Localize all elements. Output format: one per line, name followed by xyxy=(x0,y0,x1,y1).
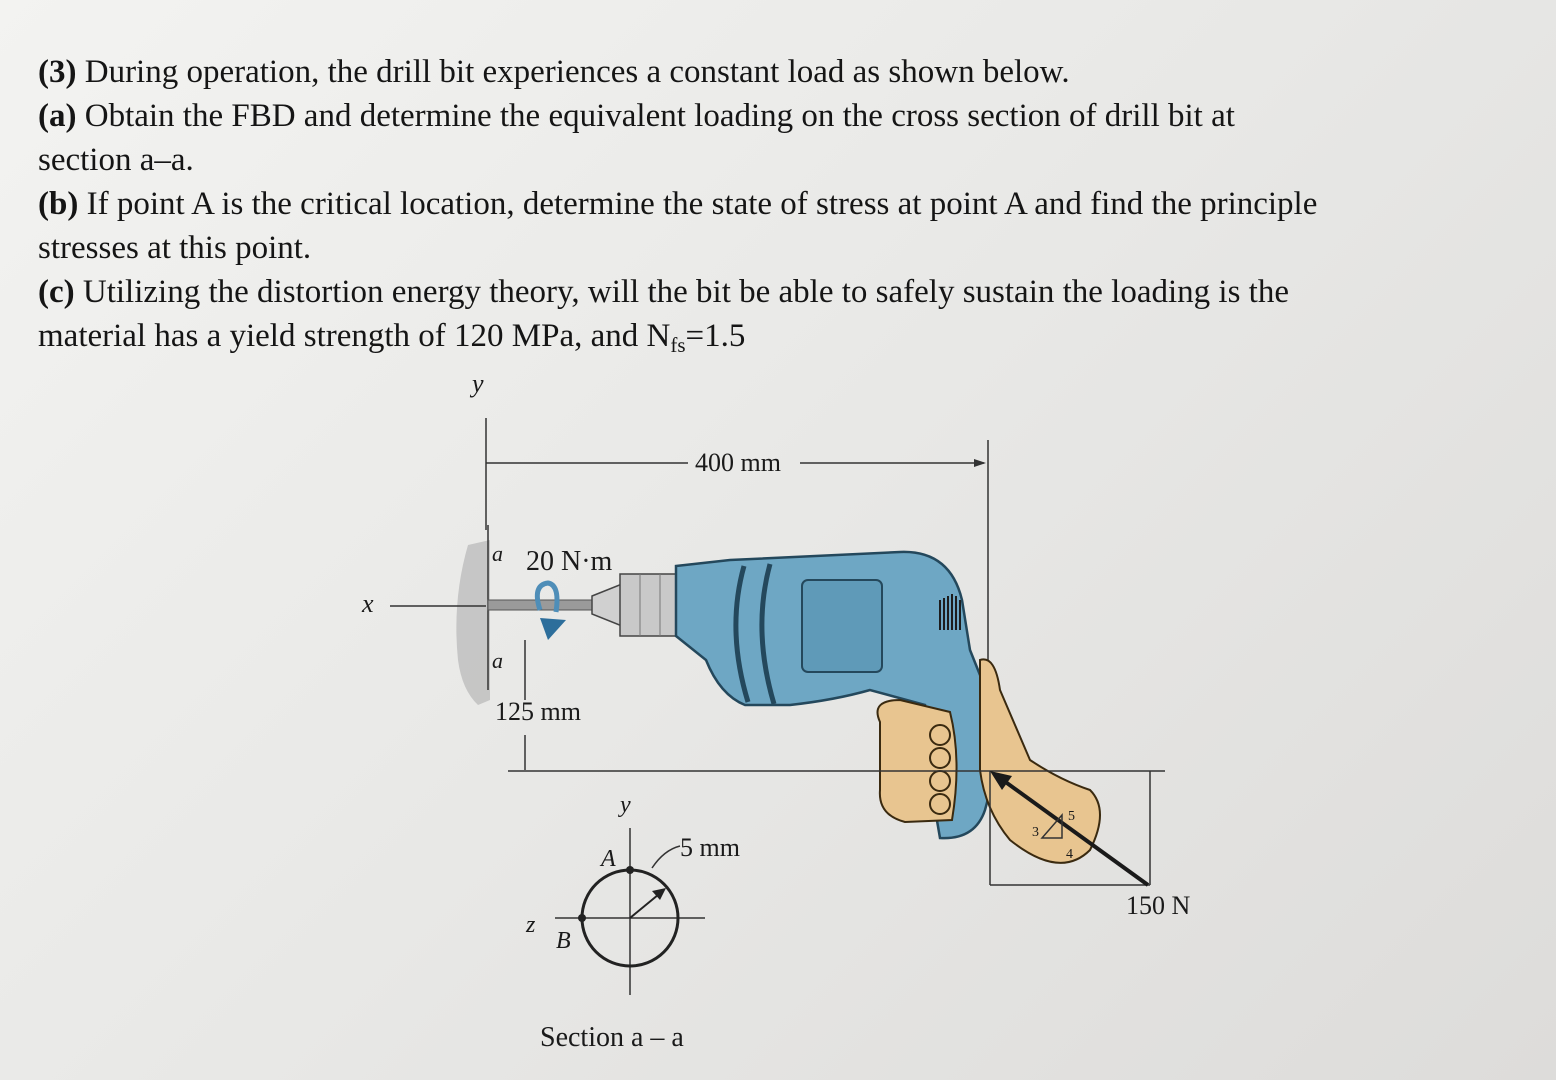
point-B-marker xyxy=(578,914,586,922)
part-c-line2: material has a yield strength of 120 MPa… xyxy=(38,314,1518,358)
y-axis-label: y xyxy=(469,369,484,398)
wall-surface xyxy=(456,540,490,705)
torque-label: 20 N·m xyxy=(526,546,613,577)
slope-triangle xyxy=(1040,812,1063,839)
force-arrow-line xyxy=(998,776,1150,887)
problem-statement: (3) During operation, the drill bit expe… xyxy=(38,50,1518,358)
part-b-line1: (b) If point A is the critical location,… xyxy=(38,182,1518,226)
part-b-line2: stresses at this point. xyxy=(38,230,312,266)
part-c-label: (c) xyxy=(38,274,75,310)
torque-arrowhead xyxy=(540,618,566,640)
part-a-line2: section a–a. xyxy=(38,142,194,178)
radius-arrowhead xyxy=(652,888,666,900)
knuckles xyxy=(929,724,951,815)
drill-vent xyxy=(733,565,751,703)
dim-5-label: 5 mm xyxy=(680,833,740,862)
slope-3-label: 3 xyxy=(1032,825,1039,840)
x-axis-label: x xyxy=(361,589,374,618)
dim-125-label: 125 mm xyxy=(495,697,581,726)
section-mark-bottom: a xyxy=(492,648,503,673)
drill-chuck xyxy=(619,573,681,637)
force-label: 150 N xyxy=(1126,891,1191,920)
problem-number: (3) xyxy=(38,54,77,90)
drill-body xyxy=(674,550,996,840)
hand-thumb xyxy=(979,658,1101,864)
part-b-text: If point A is the critical location, det… xyxy=(86,186,1318,222)
part-c-text-post: =1.5 xyxy=(685,318,746,354)
section-mark-top: a xyxy=(492,541,503,566)
point-A-label: A xyxy=(599,846,616,872)
problem-intro: (3) During operation, the drill bit expe… xyxy=(38,50,1518,94)
section-caption: Section a – a xyxy=(540,1022,684,1053)
part-c-line1: (c) Utilizing the distortion energy theo… xyxy=(38,270,1518,314)
slope-5-label: 5 xyxy=(1068,809,1075,824)
section-axis-z-label: z xyxy=(525,912,536,938)
part-a-label: (a) xyxy=(38,98,77,134)
section-axis-y-label: y xyxy=(618,792,631,818)
dim-400-arrow xyxy=(974,459,986,467)
part-c-text-pre: material has a yield strength of 120 MPa… xyxy=(38,318,671,354)
dim-5-leader xyxy=(651,845,681,869)
drill-chuck-nose xyxy=(591,582,623,628)
point-B-label: B xyxy=(556,928,571,954)
force-arrowhead xyxy=(990,771,1012,790)
slope-4-label: 4 xyxy=(1066,847,1073,862)
part-a-line1: (a) Obtain the FBD and determine the equ… xyxy=(38,94,1518,138)
drill-vent xyxy=(759,563,777,705)
intro-text: During operation, the drill bit experien… xyxy=(84,54,1070,90)
part-c-text: Utilizing the distortion energy theory, … xyxy=(82,274,1289,310)
drill-grip-ribs xyxy=(939,594,961,630)
torque-arrow xyxy=(534,580,560,613)
dim-400-label: 400 mm xyxy=(695,448,781,477)
point-A-marker xyxy=(626,866,634,874)
part-a-text: Obtain the FBD and determine the equival… xyxy=(84,98,1235,134)
part-b-label: (b) xyxy=(38,186,79,222)
safety-factor-subscript: fs xyxy=(670,333,686,357)
drill-panel xyxy=(801,579,883,673)
